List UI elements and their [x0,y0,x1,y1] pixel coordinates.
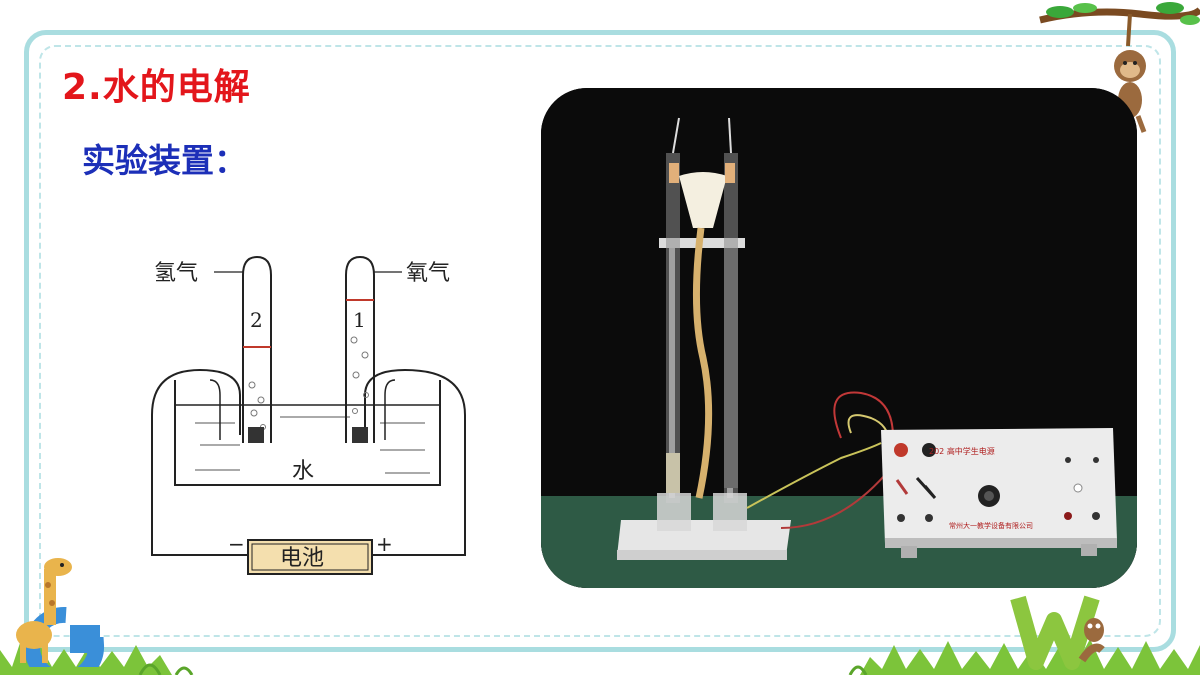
apparatus-photo-drawing: 202 高中学生电源 常州大一教学设备有限公司 [541,88,1137,588]
oxygen-label: 氧气 [406,261,450,286]
tube-left-number: 2 [250,308,263,332]
power-supply-label: 202 高中学生电源 [929,446,995,456]
letter-w-caterpillar-icon [1010,595,1105,670]
electrolysis-diagram: 氢气 氧气 2 1 水 电池 − + [151,255,466,575]
battery-label: 电池 [280,546,324,571]
apparatus-photo: 202 高中学生电源 常州大一教学设备有限公司 [541,88,1137,588]
slide-title: 2.水的电解 [62,67,251,108]
tube-right-number: 1 [353,308,366,332]
power-supply-maker: 常州大一教学设备有限公司 [949,521,1033,530]
dashed-border [39,45,1161,637]
hydrogen-label: 氢气 [154,261,198,286]
plus-sign: + [376,532,393,556]
minus-sign: − [228,532,245,556]
slide-subtitle: 实验装置： [82,141,247,180]
giraffe-letter-g-icon [16,558,105,667]
water-label: 水 [292,459,314,484]
